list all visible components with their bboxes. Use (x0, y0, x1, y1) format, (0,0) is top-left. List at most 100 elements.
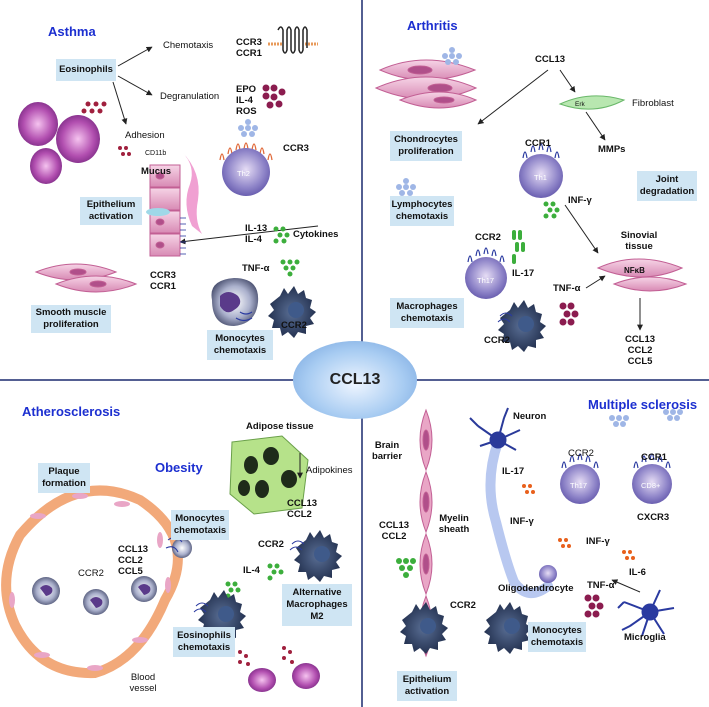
obesity-macrophage-top (289, 530, 342, 582)
ccr2-asthma-label: CCR2 (281, 320, 307, 331)
ms-macrophage-right (484, 602, 532, 654)
athero-ccr2-label: CCR2 (78, 568, 104, 579)
mmps-label: MMPs (598, 144, 626, 155)
ccr1-label-top: CCR1 (236, 48, 262, 59)
ms-il17-label: IL-17 (502, 466, 525, 477)
obesity-ccl2: CCL2 (287, 509, 312, 520)
receptor-dots (238, 119, 258, 137)
tnf-granules-arthritis (559, 302, 579, 326)
arthritis-macrophage (497, 300, 546, 352)
sinovial-label-2: tissue (625, 241, 653, 252)
il17-rods-arthritis (512, 230, 525, 264)
ms-ccl13: CCL13 (378, 520, 410, 531)
smooth-muscle-cells (34, 263, 138, 293)
ccl13-center: CCL13 (293, 341, 417, 419)
cd11b-label: CD11b (145, 150, 167, 157)
adipose-tissue (229, 435, 309, 515)
epo-label: EPO (236, 84, 257, 95)
asthma-monocyte (211, 278, 259, 326)
vessel-exit-monocyte (165, 536, 192, 558)
sheath-label: sheath (438, 524, 470, 535)
th1-cell (519, 143, 563, 198)
th2-label: Th2 (237, 169, 250, 178)
blood-vessel-wall (1, 485, 183, 679)
chemotaxis-label: Chemotaxis (163, 40, 214, 51)
fibroblast-label: Fibroblast (632, 98, 674, 109)
ccr-receptor-icon (268, 26, 318, 54)
mucus-blob (146, 208, 170, 216)
myelin-label: Myelin (439, 513, 469, 524)
obesity-il4-label: IL-4 (243, 565, 260, 576)
infg-arthritis-label: INF-γ (568, 195, 592, 206)
vessel-label: vessel (129, 683, 157, 694)
il4-label: IL-4 (236, 95, 253, 106)
asthma-macrophage (268, 286, 316, 338)
adipokines-label: Adipokines (306, 465, 353, 476)
cxcr3-label: CXCR3 (637, 512, 670, 523)
tnf-alpha-arthritis-label: TNF-α (553, 283, 581, 294)
brain-label: Brain (374, 440, 400, 451)
infg-dots-arthritis (543, 201, 560, 219)
ms-il17-dots (522, 484, 635, 560)
neuron (469, 407, 521, 451)
microglia (617, 589, 675, 637)
atherosclerosis-title: Atherosclerosis (22, 404, 121, 419)
eosinophil-cells (18, 102, 100, 184)
blood-label: Blood (130, 672, 156, 683)
output-ccl13: CCL13 (624, 334, 656, 345)
athero-ccl2: CCL2 (118, 555, 143, 566)
ms-receptor-dots (609, 409, 683, 427)
barrier-label: barrier (371, 451, 403, 462)
arthritis-arrows (477, 69, 643, 331)
ccr3-epithelium-label: CCR3 (150, 270, 176, 281)
ms-ccl2: CCL2 (381, 531, 407, 542)
adhesion-label: Adhesion (125, 130, 165, 141)
ms-tnf-granules (584, 594, 604, 618)
il17-arthritis-label: IL-17 (512, 268, 535, 279)
erk-fibroblast (558, 95, 626, 110)
output-ccl2: CCL2 (627, 345, 653, 356)
arthritis-receptor-dots (396, 47, 462, 196)
epithelium-cells (149, 164, 181, 257)
th2-cell (219, 142, 273, 196)
cytokine-dots (273, 226, 300, 277)
ms-il6-label: IL-6 (629, 567, 646, 578)
asthma-arrows (112, 46, 319, 245)
obesity-ccl13: CCL13 (287, 498, 318, 509)
erk-label: Erk (575, 101, 585, 108)
oligodendrocyte-label: Oligodendrocyte (498, 583, 574, 594)
obesity-title: Obesity (155, 460, 203, 475)
nfkb-label: NFκB (624, 266, 645, 275)
ms-tnf-alpha-label: TNF-α (587, 580, 615, 591)
chondrocyte-cells (374, 59, 478, 109)
oligodendrocyte (539, 565, 557, 583)
th17-arthritis-label: Th17 (477, 276, 495, 285)
microglia-arrow (611, 579, 641, 593)
ccl13-arthritis-label: CCL13 (535, 54, 566, 65)
tnf-alpha-asthma-label: TNF-α (242, 263, 270, 274)
microglia-label: Microglia (624, 632, 666, 643)
adipose-tissue-label: Adipose tissue (246, 421, 314, 432)
obesity-eos-granules (238, 646, 294, 666)
ms-th17-cell (560, 453, 600, 504)
mucus-flow (182, 152, 202, 234)
arthritis-title: Arthritis (407, 18, 458, 33)
vessel-wall-nuclei (9, 493, 171, 671)
neuron-axon (485, 437, 553, 598)
ms-ccr2-label: CCR2 (568, 448, 594, 459)
ccr3-label-top: CCR3 (236, 37, 262, 48)
eosinophils-box: Eosinophils (56, 59, 116, 81)
eosinophil-granules (81, 101, 131, 156)
mucus-label: Mucus (141, 166, 172, 177)
cytokines-label: Cytokines (293, 229, 339, 240)
